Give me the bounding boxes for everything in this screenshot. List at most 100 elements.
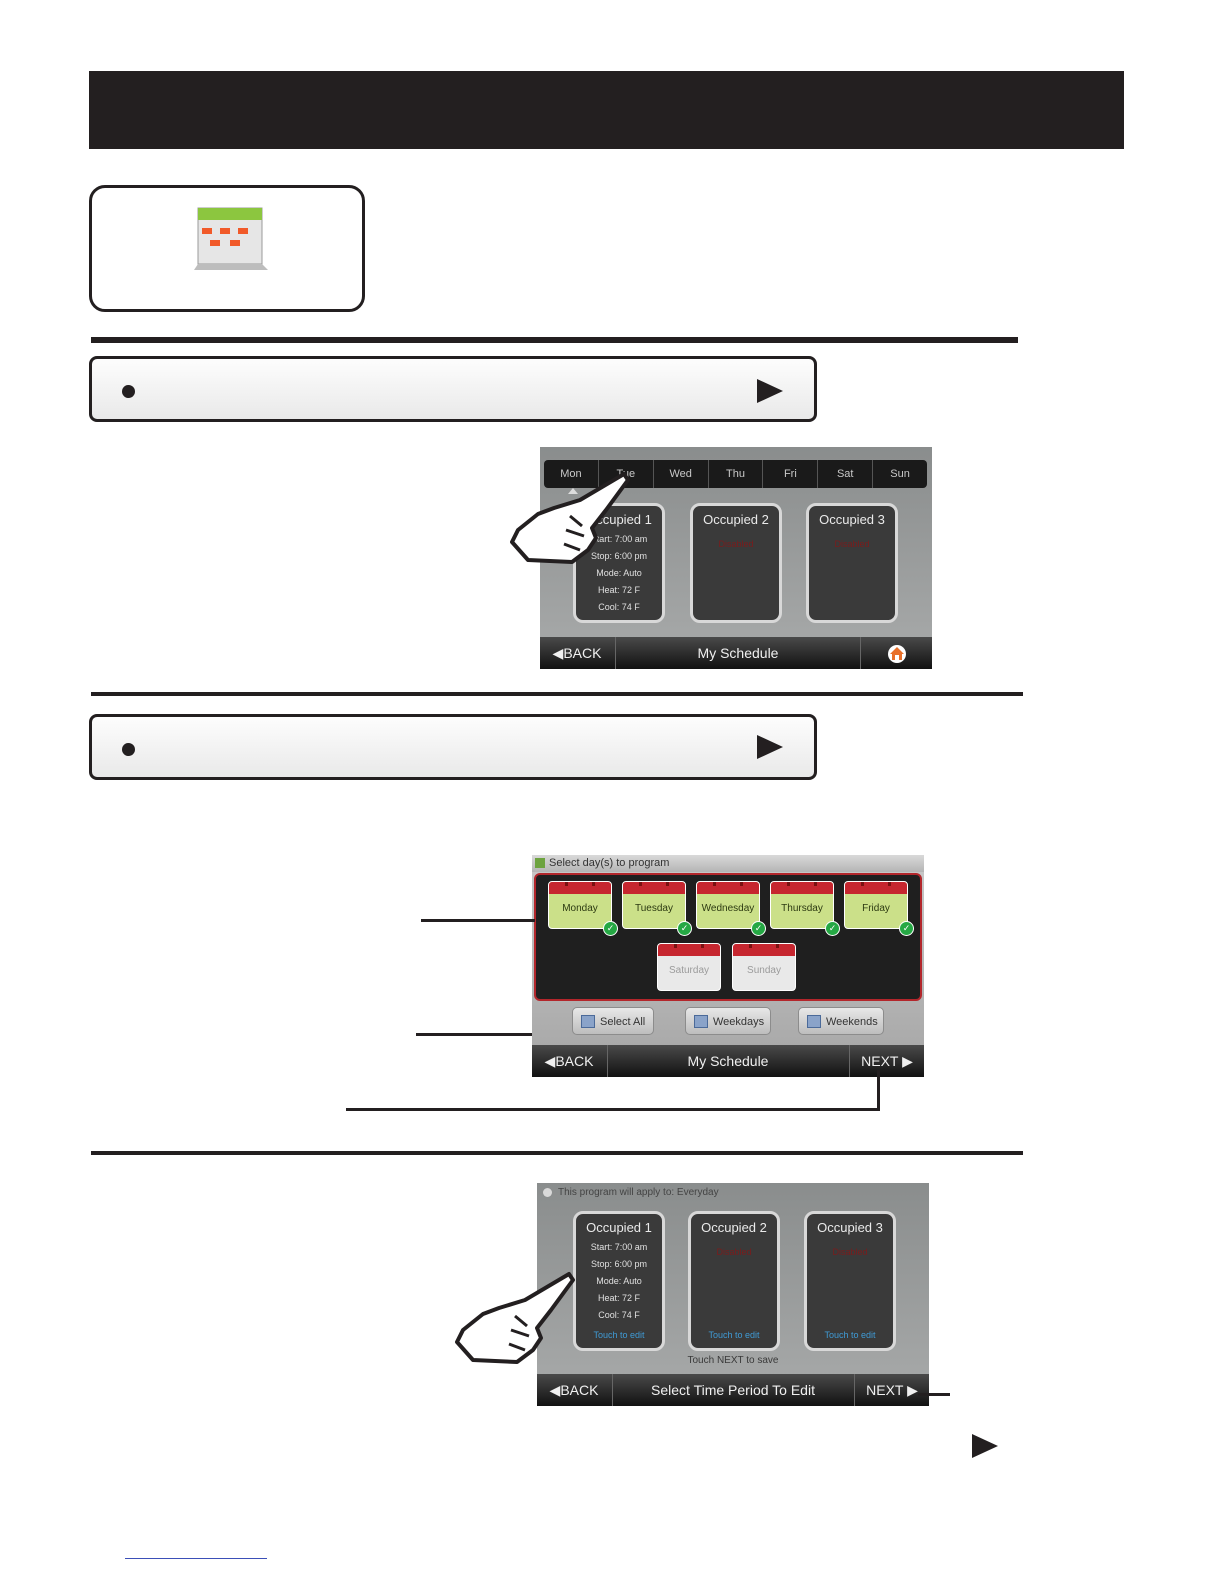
home-icon — [887, 645, 906, 664]
next-button[interactable]: NEXT ▶ — [861, 1053, 913, 1069]
period-title: Occupied 3 — [819, 512, 885, 527]
day-tile-thursday[interactable]: Thursday — [770, 881, 834, 929]
back-button[interactable]: ◀BACK — [549, 1382, 599, 1398]
section-divider — [91, 692, 1023, 696]
button-label: Select All — [600, 1016, 646, 1028]
step-bar-2 — [89, 714, 817, 780]
tab-fri[interactable]: Fri — [763, 460, 819, 488]
day-tile-sunday[interactable]: Sunday — [732, 943, 796, 991]
bottom-nav: ◀BACK My Schedule — [540, 637, 932, 669]
arrow-right-icon — [757, 735, 783, 759]
pointing-hand-icon — [455, 1272, 575, 1364]
day-tile-tuesday[interactable]: Tuesday — [622, 881, 686, 929]
period-status: Disabled — [718, 539, 754, 549]
period-heat: Heat: 72 F — [597, 1293, 641, 1303]
tab-sat[interactable]: Sat — [818, 460, 874, 488]
tile-cap — [845, 882, 907, 894]
home-button[interactable] — [861, 637, 932, 669]
day-tile-friday[interactable]: Friday — [844, 881, 908, 929]
next-button[interactable]: NEXT ▶ — [866, 1382, 918, 1398]
touch-to-edit-link[interactable]: Touch to edit — [824, 1330, 876, 1340]
period-card-occupied-2[interactable]: Occupied 2 Disabled Touch to edit — [688, 1211, 780, 1351]
day-label: Monday — [562, 903, 598, 914]
period-cool: Cool: 74 F — [598, 1310, 640, 1320]
touch-to-edit-link[interactable]: Touch to edit — [593, 1330, 645, 1340]
period-card-occupied-2[interactable]: Occupied 2 Disabled — [690, 503, 782, 623]
section-divider — [91, 1151, 1023, 1155]
screen-header: Select day(s) to program — [532, 855, 924, 872]
day-tile-monday[interactable]: Monday — [548, 881, 612, 929]
period-title: Occupied 1 — [586, 1220, 652, 1235]
tab-sun[interactable]: Sun — [890, 468, 910, 480]
check-icon: ✓ — [677, 921, 692, 936]
page-header-bar — [89, 71, 1124, 149]
day-label: Friday — [862, 903, 890, 914]
calendar-icon — [535, 858, 545, 869]
tab-thu[interactable]: Thu — [709, 460, 764, 488]
tab-wed[interactable]: Wed — [654, 460, 709, 488]
callout-line — [416, 1033, 532, 1036]
screen-header: This program will apply to: Everyday — [543, 1187, 719, 1198]
period-cool: Cool: 74 F — [598, 602, 640, 612]
bullet-icon — [122, 385, 135, 398]
calendar-icon — [807, 1014, 821, 1028]
period-status: Disabled — [716, 1247, 752, 1257]
period-card-occupied-1[interactable]: Occupied 1 Start: 7:00 am Stop: 6:00 pm … — [573, 1211, 665, 1351]
thermostat-screen-2: Select day(s) to program Monday ✓ Tuesda… — [532, 855, 924, 1077]
button-label: Weekends — [826, 1016, 878, 1028]
screen-header-text: This program will apply to: Everyday — [558, 1187, 719, 1198]
back-button[interactable]: ◀BACK — [552, 645, 602, 661]
tile-cap — [733, 944, 795, 956]
footer-note: Touch NEXT to save — [687, 1355, 779, 1366]
period-card-occupied-3[interactable]: Occupied 3 Disabled — [806, 503, 898, 623]
bottom-nav: ◀BACK My Schedule NEXT ▶ — [532, 1045, 924, 1077]
selected-day-indicator — [568, 488, 578, 494]
day-label: Tuesday — [635, 903, 673, 914]
check-icon: ✓ — [899, 921, 914, 936]
tab-mon[interactable]: Mon — [544, 460, 599, 488]
screen-title: Select Time Period To Edit — [651, 1382, 815, 1398]
button-label: Weekdays — [713, 1016, 765, 1028]
period-title: Occupied 2 — [701, 1220, 767, 1235]
screen-header-text: Select day(s) to program — [549, 857, 670, 869]
period-start: Start: 7:00 am — [590, 1242, 648, 1252]
bullet-icon — [122, 743, 135, 756]
tile-cap — [771, 882, 833, 894]
nav-separator — [849, 1045, 850, 1077]
period-card-occupied-3[interactable]: Occupied 3 Disabled Touch to edit — [804, 1211, 896, 1351]
arrow-right-icon — [757, 379, 783, 403]
nav-separator — [612, 1374, 613, 1406]
calendar-icon — [194, 207, 268, 270]
tile-cap — [697, 882, 759, 894]
check-icon: ✓ — [825, 921, 840, 936]
day-tile-wednesday[interactable]: Wednesday — [696, 881, 760, 929]
period-stop: Stop: 6:00 pm — [590, 1259, 648, 1269]
info-icon — [543, 1187, 552, 1197]
weekdays-button[interactable]: Weekdays — [685, 1007, 771, 1035]
weekends-button[interactable]: Weekends — [798, 1007, 884, 1035]
period-heat: Heat: 72 F — [597, 585, 641, 595]
callout-line — [346, 1108, 880, 1111]
period-status: Disabled — [832, 1247, 868, 1257]
day-label: Wednesday — [701, 903, 755, 914]
period-mode: Mode: Auto — [596, 1276, 642, 1286]
day-tile-saturday[interactable]: Saturday — [657, 943, 721, 991]
select-all-button[interactable]: Select All — [572, 1007, 654, 1035]
period-title: Occupied 3 — [817, 1220, 883, 1235]
period-status: Disabled — [834, 539, 870, 549]
calendar-icon — [694, 1014, 708, 1028]
tile-cap — [623, 882, 685, 894]
link-underline — [125, 1558, 267, 1559]
check-icon: ✓ — [751, 921, 766, 936]
nav-separator — [854, 1374, 855, 1406]
touch-to-edit-link[interactable]: Touch to edit — [708, 1330, 760, 1340]
continue-arrow-icon — [972, 1434, 998, 1458]
callout-line — [877, 1070, 880, 1111]
section-divider — [91, 337, 1018, 343]
screen-title: My Schedule — [697, 645, 779, 661]
day-label: Thursday — [781, 903, 823, 914]
tile-cap — [658, 944, 720, 956]
back-button[interactable]: ◀BACK — [544, 1053, 594, 1069]
callout-line — [918, 1393, 950, 1396]
day-label: Saturday — [668, 965, 710, 976]
